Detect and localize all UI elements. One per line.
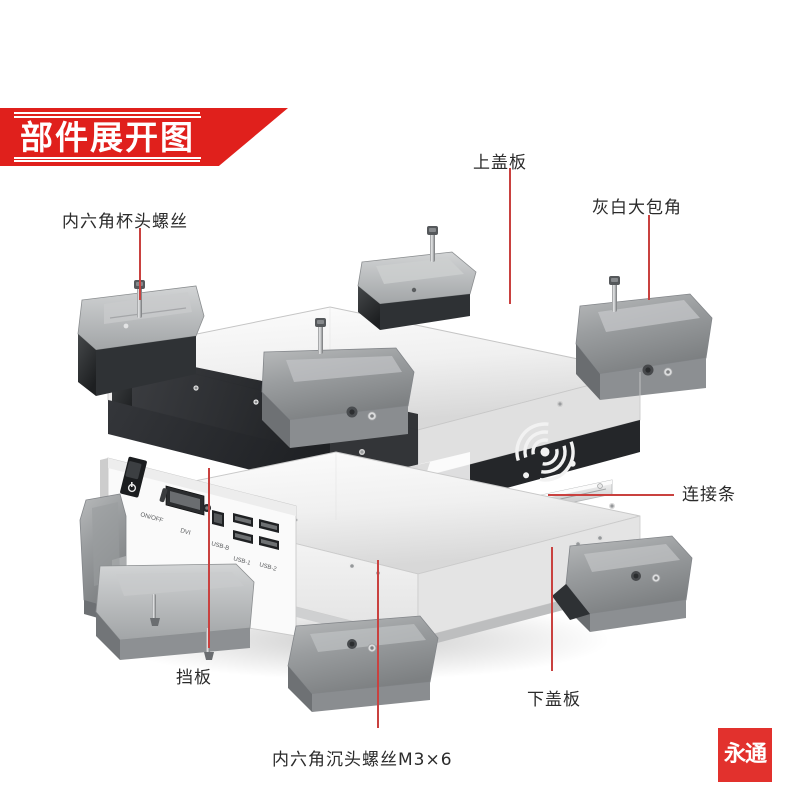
lead-hex-flat-screw (377, 560, 379, 728)
corner-guard-bottom-center (287, 615, 439, 712)
port-label-dvi: DVI (179, 527, 191, 537)
corner-guard-top-left (77, 285, 205, 396)
callout-bottom-cover-plate: 下盖板 (527, 690, 581, 710)
callout-io-baffle-plate: 挡板 (176, 668, 212, 688)
usb-1-port (233, 513, 253, 544)
corner-guard-top-center (357, 251, 477, 330)
callout-gray-corner-guard: 灰白大包角 (592, 198, 682, 218)
banner-rule-bottom (14, 160, 200, 162)
corner-guard-bottom-center-left (95, 563, 255, 660)
corner-guard-mid-left (261, 347, 415, 448)
lead-io-baffle-plate (208, 468, 210, 648)
corner-guard-bottom-right (552, 535, 693, 632)
callout-top-cover-plate: 上盖板 (473, 153, 527, 173)
lead-connecting-strip (548, 494, 674, 496)
hex-cap-screw-top-center (427, 226, 438, 262)
brand-watermark: 永通 (718, 728, 772, 782)
usb-b-port (212, 510, 224, 527)
port-label-usb2: USB-2 (258, 562, 277, 573)
banner-inner: 部件展开图 (14, 115, 201, 159)
port-label-usb1: USB-1 (232, 556, 251, 567)
power-switch (120, 456, 147, 498)
callout-hex-cap-screw: 内六角杯头螺丝 (62, 212, 188, 232)
callout-connecting-strip: 连接条 (682, 485, 736, 505)
usb-2-port (259, 519, 279, 550)
lead-bottom-cover-plate (551, 547, 553, 671)
lead-top-cover-plate (509, 168, 511, 304)
callout-hex-flat-screw: 内六角沉头螺丝M3×6 (272, 750, 453, 770)
banner-title: 部件展开图 (20, 117, 195, 157)
hex-cap-screw-mid-left (315, 318, 326, 354)
lead-gray-corner-guard (648, 215, 650, 300)
port-label-usbb: USB-B (210, 541, 229, 552)
lead-hex-cap-screw (139, 228, 141, 300)
banner-rule-top (14, 112, 200, 114)
corner-guard-top-right (575, 293, 713, 400)
hex-cap-screw-top-right (609, 276, 620, 312)
watermark-text: 永通 (723, 742, 767, 767)
hex-cap-screw-bottom-left (150, 594, 160, 626)
